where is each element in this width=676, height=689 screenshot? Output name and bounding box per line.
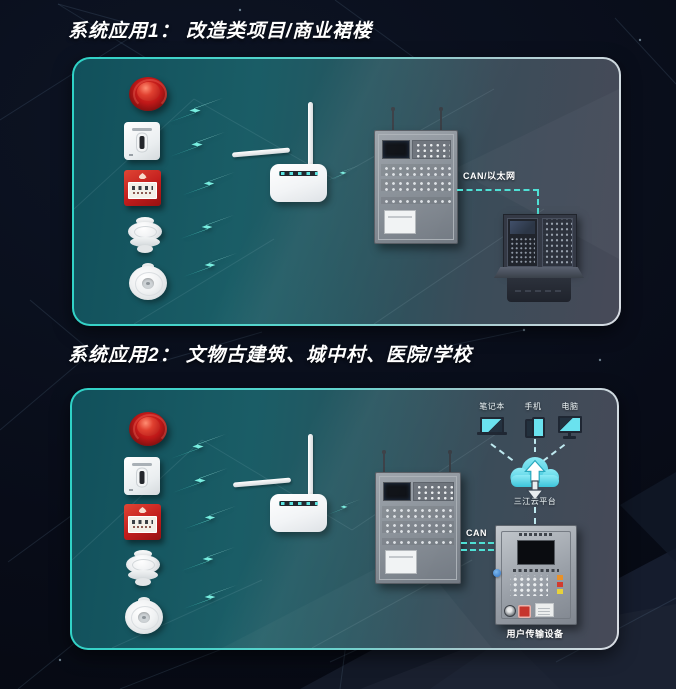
gateway-indicator-strip — [279, 501, 318, 506]
console-screen — [507, 218, 538, 267]
facp-button-row — [382, 506, 454, 518]
facp-antenna-wire — [382, 450, 385, 473]
laptop-label: 笔记本 — [479, 402, 505, 411]
smoke-detector-2a — [125, 550, 161, 588]
graphic-workstation-1 — [494, 214, 584, 302]
section1-title: 系统应用1： 改造类项目/商业裙楼 — [68, 21, 373, 42]
can-ethernet-line-v — [537, 190, 539, 214]
section1-panel-body: CAN/以太网 — [74, 59, 619, 324]
fire-alarm-control-panel-2 — [375, 472, 461, 584]
user-transmitter-label: 用户传输设备 — [506, 629, 564, 639]
wireless-bolt-icon — [183, 253, 237, 277]
io-module-2 — [124, 457, 160, 495]
user-transmitter — [493, 525, 577, 625]
facp-button-row — [381, 179, 451, 191]
orange-button — [557, 575, 563, 580]
facp-antenna-wire — [391, 107, 394, 131]
wireless-bolt-icon — [181, 547, 235, 571]
transmitter-keypad — [510, 575, 548, 596]
facp-lcd-screen — [382, 140, 410, 159]
smoke-detector-1b — [129, 263, 167, 301]
facp-button-row — [382, 521, 454, 533]
wireless-bolt-icon — [167, 98, 223, 123]
wireless-bolt-icon — [326, 165, 360, 181]
gateway-indicator-strip — [279, 171, 318, 176]
red-sticker — [518, 605, 531, 618]
fire-alarm-control-panel-1 — [374, 130, 458, 244]
wireless-bolt-icon — [170, 434, 226, 459]
white-sticker — [535, 603, 554, 617]
facp-keypad — [413, 482, 454, 501]
can-ethernet-line-h — [457, 189, 539, 191]
console-base — [507, 278, 571, 302]
wireless-bolt-icon — [169, 132, 225, 157]
phone-label: 手机 — [524, 402, 542, 411]
can-line-1 — [461, 542, 494, 544]
facp-lcd-screen — [383, 482, 411, 501]
facp-keypad — [412, 140, 451, 159]
flame-icon — [138, 507, 147, 513]
gateway-antenna-vertical-2 — [308, 434, 313, 496]
wireless-gateway-1 — [270, 164, 327, 202]
can-line-2 — [461, 549, 494, 551]
wireless-bolt-icon — [183, 585, 237, 609]
pc-label: 电脑 — [561, 402, 579, 411]
wireless-gateway-2 — [270, 494, 327, 532]
can-label: CAN — [466, 528, 487, 538]
transmitter-header-text — [519, 533, 553, 536]
flame-icon — [138, 173, 147, 179]
gateway-antenna-vertical-1 — [308, 102, 313, 166]
section2-title: 系统应用2： 文物古建筑、城中村、医院/学校 — [68, 345, 473, 366]
cloud-platform-label: 三江云平台 — [513, 497, 557, 506]
facp-antenna-wire — [448, 450, 451, 473]
blue-badge — [493, 569, 501, 577]
wireless-bolt-icon — [327, 499, 361, 515]
wireless-bolt-icon — [183, 172, 235, 195]
cert-logo — [504, 605, 516, 617]
desktop-icon — [558, 416, 582, 439]
facp-printer — [385, 550, 417, 574]
io-module-1 — [124, 122, 160, 160]
section2-panel-body: 笔记本 手机 电脑 — [72, 390, 617, 648]
section2-panel: 笔记本 手机 电脑 — [70, 388, 619, 650]
cloud-transmitter-link — [534, 507, 536, 524]
transmitter-screen — [517, 540, 555, 565]
wireless-bolt-icon — [172, 468, 228, 493]
manual-call-point-2 — [124, 504, 161, 540]
smoke-detector-1a — [127, 217, 163, 255]
facp-button-row — [381, 164, 451, 176]
facp-button-row — [381, 197, 451, 204]
can-ethernet-label: CAN/以太网 — [463, 171, 516, 181]
phone-cloud-link — [534, 439, 536, 452]
facp-antenna-wire — [439, 107, 442, 131]
yellow-button — [557, 589, 563, 594]
console-desk — [494, 267, 584, 278]
alarm-beacon-2 — [127, 408, 169, 448]
facp-printer — [384, 210, 416, 234]
cloud-platform-icon — [505, 452, 565, 509]
smoke-detector-2b — [125, 597, 163, 635]
console-buttons — [542, 218, 573, 267]
facp-button-row — [382, 538, 454, 545]
alarm-beacon-1 — [127, 73, 169, 113]
wireless-bolt-icon — [184, 506, 236, 529]
beacon-ring — [133, 79, 167, 109]
laptop-icon — [477, 417, 507, 435]
red-button — [557, 582, 563, 587]
section1-panel: CAN/以太网 — [72, 57, 621, 326]
wireless-bolt-icon — [180, 215, 234, 239]
manual-call-point-1 — [124, 170, 161, 206]
